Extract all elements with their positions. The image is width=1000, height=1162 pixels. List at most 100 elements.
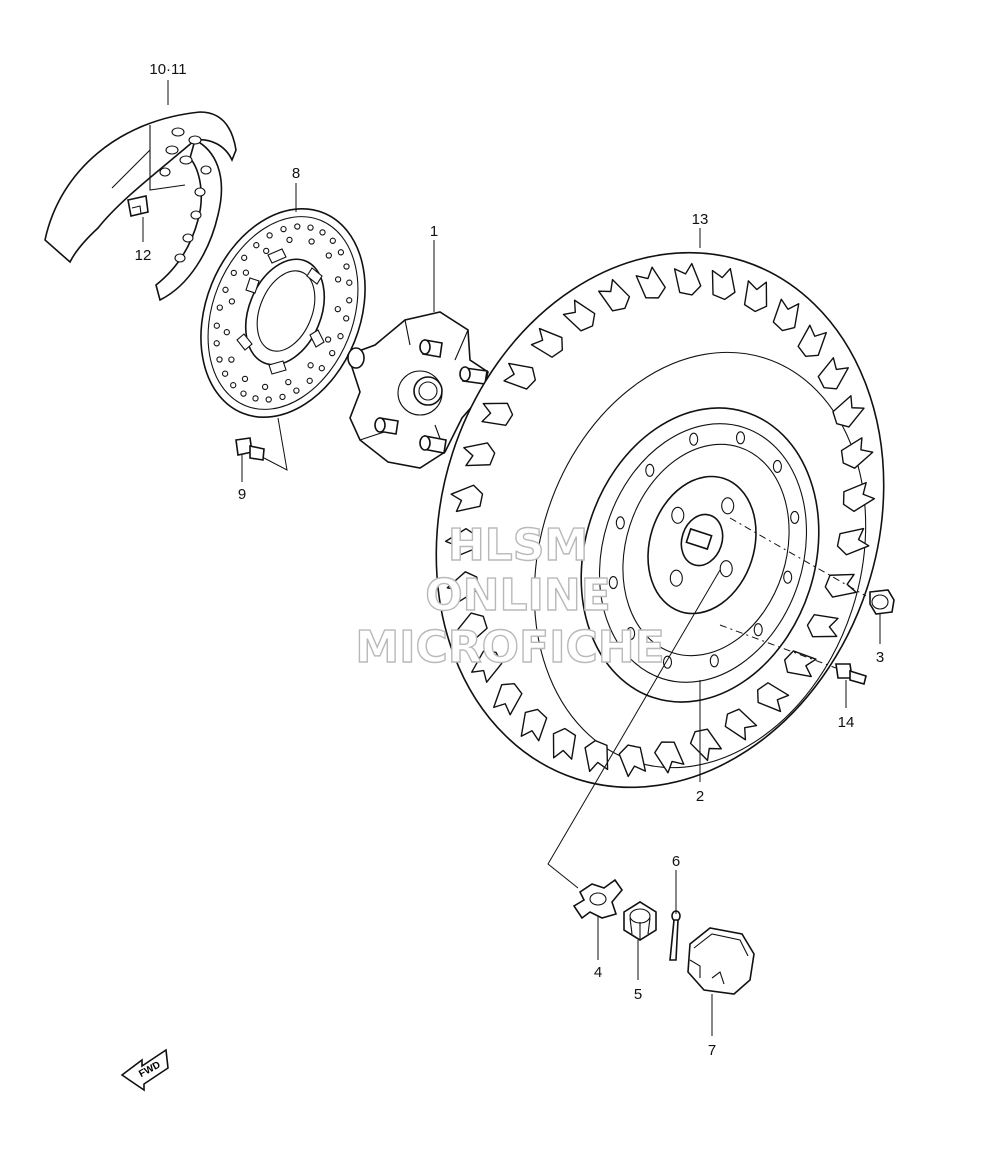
disc-drill-hole [294, 223, 301, 230]
tread-lug [842, 481, 876, 513]
disc-drill-hole [308, 238, 315, 245]
disc-drill-hole [223, 329, 230, 336]
tread-lug [520, 708, 548, 742]
disc-drill-hole [241, 254, 248, 261]
disc-drill-hole [252, 395, 259, 402]
hub-cap-7 [687, 927, 755, 995]
rim-vent-hole [753, 623, 763, 637]
disc-drill-hole [337, 333, 344, 340]
disc-drill-hole [346, 297, 353, 304]
tread-lug [463, 442, 496, 467]
rim-lug-hole [721, 497, 735, 515]
tread-lug [743, 280, 768, 313]
tread-lug [584, 739, 609, 773]
disc-drill-hole [213, 322, 220, 329]
rim-vent-hole [689, 432, 699, 446]
tire-tread-lugs [444, 262, 876, 778]
nut-3 [869, 589, 895, 615]
rim-lug-hole [669, 569, 683, 587]
tread-lug [711, 267, 736, 301]
disc-drill-hole [230, 269, 237, 277]
rim-vent-hole [772, 459, 782, 473]
cotter-pin-6 [669, 910, 681, 961]
disc-drill-hole [318, 365, 325, 372]
tread-lug [772, 298, 800, 332]
wheel-hub [347, 311, 489, 469]
tread-lug [446, 571, 480, 603]
disc-drill-hole [306, 377, 313, 384]
bolt-12 [127, 195, 149, 217]
disc-drill-hole [222, 286, 229, 293]
forward-direction-arrow: FWD [120, 1048, 169, 1092]
tread-lug [503, 362, 537, 390]
rim-bolt-holes [608, 431, 800, 669]
disc-drill-hole [319, 229, 326, 236]
disc-drill-hole [266, 232, 273, 239]
callout-7: 7 [708, 1042, 716, 1059]
tread-lug [455, 612, 488, 645]
disc-drill-hole [261, 383, 269, 391]
watermark-line-1: HLSM [448, 520, 588, 571]
disc-drill-hole [337, 249, 345, 256]
disc-drill-hole [285, 378, 292, 386]
callout-5: 5 [634, 986, 642, 1003]
rim-vent-hole [608, 576, 618, 590]
brake-disc-cover [44, 111, 237, 302]
disc-drill-hole [325, 252, 332, 259]
disc-drill-hole [265, 396, 272, 403]
rim-lug-hole [719, 560, 733, 578]
callout-3: 3 [876, 649, 884, 666]
callout-2: 2 [696, 788, 704, 805]
watermark-line-2: ONLINE [425, 570, 611, 621]
rim-vent-hole [709, 654, 719, 668]
callout-1: 1 [430, 223, 438, 240]
tread-lug [471, 650, 503, 683]
disc-drill-hole [286, 236, 293, 244]
tread-lug [598, 278, 631, 312]
tread-lug [530, 327, 564, 358]
rim-vent-hole [735, 431, 746, 445]
disc-drill-hole [346, 279, 353, 286]
tread-lug [673, 262, 702, 296]
rim-vent-hole [783, 570, 793, 584]
disc-drill-hole [263, 247, 270, 255]
watermark: HLSM ONLINE MICROFICHE [355, 519, 666, 673]
disc-drill-hole [279, 393, 286, 401]
tread-lug [689, 728, 722, 762]
rim-vent-hole [790, 510, 800, 524]
tread-lug [481, 402, 514, 426]
rim-lug-hole [671, 506, 685, 524]
disc-drill-hole [334, 276, 342, 283]
valve-stem-14 [835, 663, 867, 685]
tread-lug [618, 744, 647, 778]
disc-drill-hole [230, 382, 237, 389]
callout-10-11: 10·11 [149, 61, 186, 78]
tread-lug [840, 437, 874, 469]
disc-drill-hole [334, 305, 341, 313]
castle-nut-5 [623, 901, 657, 941]
tread-lug [817, 357, 849, 390]
disc-slots [236, 248, 325, 375]
disc-drill-holes [213, 223, 353, 403]
tread-lug [724, 708, 758, 741]
callout-14: 14 [838, 714, 855, 731]
tread-lug [654, 741, 685, 774]
disc-drill-hole [280, 225, 287, 233]
disc-drill-hole [343, 315, 350, 322]
tread-lug [635, 266, 666, 299]
rim-vent-hole [662, 655, 673, 669]
cover-vent-holes [159, 127, 212, 263]
tread-lug [444, 527, 478, 559]
disc-drill-hole [329, 237, 336, 244]
tread-lug [552, 727, 577, 760]
tread-lug [806, 614, 839, 638]
watermark-line-3: MICROFICHE [355, 622, 664, 673]
bolt-9 [235, 437, 265, 461]
tread-lug [824, 573, 857, 598]
disc-drill-hole [307, 362, 314, 369]
rim-vent-hole [626, 627, 636, 641]
tread-lug [836, 527, 870, 556]
tread-lug [756, 682, 790, 713]
callout-labels: 10·11 8 1 13 12 9 3 14 2 6 4 5 7 [135, 61, 885, 1059]
